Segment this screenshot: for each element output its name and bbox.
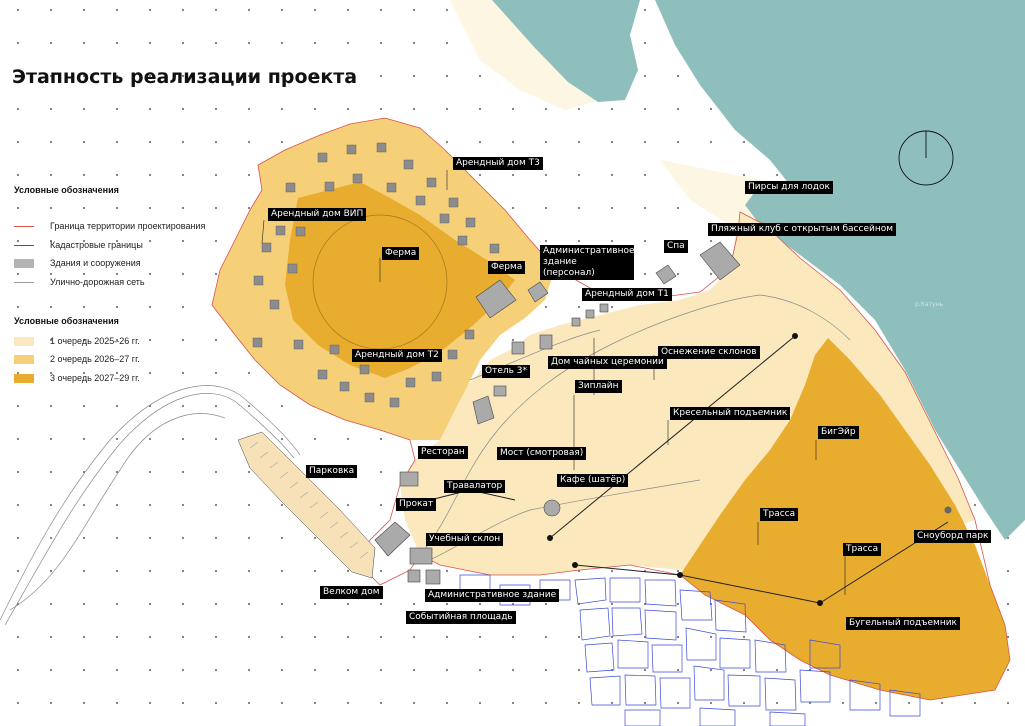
label-hotel: Отель 3* <box>482 365 531 378</box>
legend-item-phase-2: 2 очередь 2026–27 гг. <box>14 354 140 364</box>
legend-item-cadastral: Кадастровые границы <box>14 240 143 250</box>
page-title: Этапность реализации проекта <box>12 66 358 88</box>
label-chairlift: Кресельный подъемник <box>670 407 791 420</box>
lift-stations <box>547 333 952 606</box>
label-big-air: БигЭйр <box>818 426 859 439</box>
cottages <box>252 142 500 408</box>
river <box>655 0 1025 540</box>
label-spa: Спа <box>664 240 688 253</box>
label-trail-1: Трасса <box>760 508 799 521</box>
legend-item-buildings: Здания и сооружения <box>14 258 141 268</box>
river <box>492 0 640 102</box>
legend-heading-lines: Условные обозначения <box>14 185 119 195</box>
legend-item-phase-1: 1 очередь 2025–26 гг. <box>14 336 140 346</box>
cadastral-plots <box>459 574 921 726</box>
label-boat-piers: Пирсы для лодок <box>745 181 833 194</box>
river-label: р.Катунь <box>915 301 944 308</box>
label-rental-house-vip: Арендный дом ВИП <box>268 208 367 221</box>
label-snowboard-park: Сноуборд парк <box>914 530 992 543</box>
label-rental-house-t1: Арендный дом Т1 <box>582 288 672 301</box>
buildings <box>374 241 741 585</box>
label-zipline: Зиплайн <box>575 380 622 393</box>
label-restaurant: Ресторан <box>418 446 468 459</box>
label-snowmaking: Оснежение склонов <box>658 346 760 359</box>
phase-3-east <box>680 338 1010 700</box>
parking-area <box>237 431 376 579</box>
phase-3-zone <box>285 182 515 378</box>
legend-item-phase-3: 3 очередь 2027–29 гг. <box>14 373 140 383</box>
label-cafe: Кафе (шатёр) <box>557 474 629 487</box>
label-tea-house: Дом чайных церемоний <box>548 356 667 369</box>
label-training-slope: Учебный склон <box>426 533 504 546</box>
legend-item-project-border: Граница территории проектирования <box>14 221 205 231</box>
parking-spaces <box>249 441 369 559</box>
label-rental-house-t2: Арендный дом Т2 <box>352 349 442 362</box>
label-bridge: Мост (смотровая) <box>497 447 587 460</box>
label-farm-building: Ферма <box>488 261 526 274</box>
label-welcome-house: Велком дом <box>320 586 383 599</box>
label-drag-lift: Бугельный подъемник <box>846 617 960 630</box>
label-event-square: Событийная площадь <box>406 611 516 624</box>
label-admin-building: Административное здание <box>425 589 560 602</box>
label-rental-shop: Прокат <box>396 498 437 511</box>
legend-item-roads: Улично-дорожная сеть <box>14 277 145 287</box>
label-travolator: Травалатор <box>444 480 506 493</box>
label-parking: Парковка <box>306 465 358 478</box>
label-rental-house-t3: Арендный дом Т3 <box>453 157 543 170</box>
label-farm-center: Ферма <box>382 247 420 260</box>
legend-heading-phases: Условные обозначения <box>14 316 119 326</box>
label-beach-club: Пляжный клуб с открытым бассейном <box>708 223 897 236</box>
label-trail-2: Трасса <box>843 543 882 556</box>
north-arrow <box>898 130 954 186</box>
label-admin-staff: Административное здание (персонал) <box>540 245 635 280</box>
